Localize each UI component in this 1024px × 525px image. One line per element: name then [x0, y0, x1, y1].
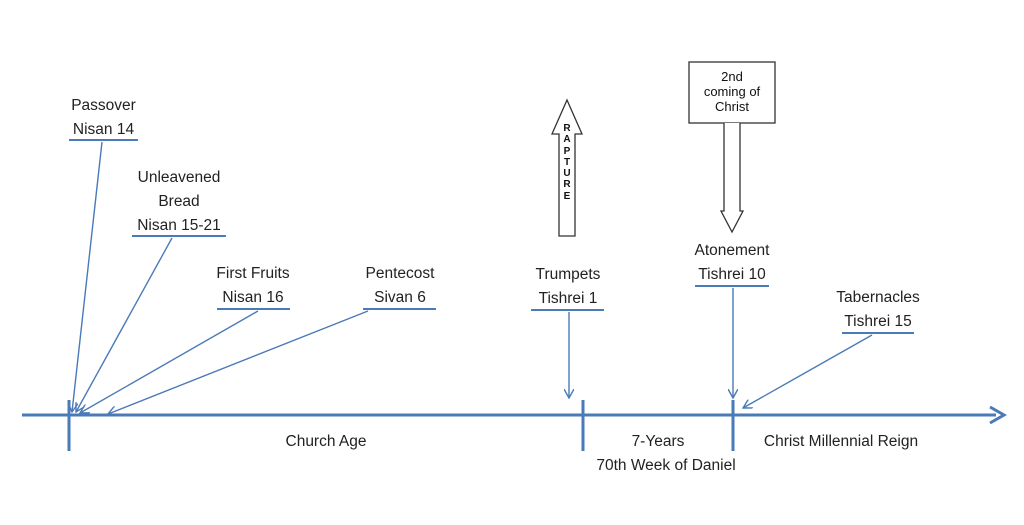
rapture-letter: A: [563, 134, 571, 146]
second-coming-line2: coming of: [703, 84, 761, 99]
unleavened-name-line2: Bread: [158, 193, 200, 210]
unleavened-pointer: [76, 237, 173, 412]
second-coming-arrow: [719, 123, 745, 234]
rapture-letter: R: [563, 179, 571, 191]
firstfruits-name: First Fruits: [216, 265, 290, 282]
rapture-letter: P: [563, 145, 571, 157]
second-coming-text: 2nd coming of Christ: [689, 69, 775, 114]
trumpets-name: Trumpets: [535, 266, 601, 283]
rapture-letter: U: [563, 168, 571, 180]
rapture-letter: E: [563, 190, 571, 202]
seventieth-week-label: 70th Week of Daniel: [596, 457, 736, 474]
atonement-label: Atonement Tishrei 10: [677, 239, 787, 287]
tabernacles-name: Tabernacles: [836, 289, 920, 306]
firstfruits-date: Nisan 16: [222, 289, 284, 306]
second-coming-line3: Christ: [715, 99, 749, 114]
pentecost-label: Pentecost Sivan 6: [355, 262, 445, 310]
unleavened-label: Unleavened Bread Nisan 15-21: [126, 166, 232, 238]
pentecost-pointer: [108, 310, 369, 414]
church-age-label: Church Age: [285, 433, 367, 450]
pentecost-name: Pentecost: [365, 265, 435, 282]
tabernacles-pointer: [743, 334, 873, 408]
trumpets-date: Tishrei 1: [538, 290, 598, 307]
rapture-text: R A P T U R E: [561, 123, 573, 202]
second-coming-line1: 2nd: [721, 69, 743, 84]
passover-label: Passover Nisan 14: [69, 94, 138, 142]
second-coming-box: [688, 61, 776, 124]
firstfruits-label: First Fruits Nisan 16: [203, 262, 303, 310]
rapture-letter: T: [563, 156, 571, 168]
rapture-arrow: [551, 98, 583, 237]
atonement-name: Atonement: [694, 242, 770, 259]
passover-date: Nisan 14: [72, 121, 135, 138]
rapture-letter: R: [563, 123, 571, 134]
seven-years-label: 7-Years: [631, 433, 685, 450]
unleavened-date: Nisan 15-21: [137, 217, 221, 234]
passover-pointer: [72, 141, 103, 412]
timeline-axis-arrowhead: [989, 405, 1008, 425]
pentecost-date: Sivan 6: [374, 289, 426, 306]
tabernacles-date: Tishrei 15: [844, 313, 912, 330]
millennial-reign-label: Christ Millennial Reign: [763, 433, 919, 450]
tabernacles-label: Tabernacles Tishrei 15: [823, 286, 933, 334]
unleavened-name-line1: Unleavened: [137, 169, 221, 186]
passover-name: Passover: [71, 97, 136, 114]
trumpets-label: Trumpets Tishrei 1: [523, 263, 613, 311]
firstfruits-pointer: [80, 310, 259, 413]
atonement-date: Tishrei 10: [698, 266, 766, 283]
